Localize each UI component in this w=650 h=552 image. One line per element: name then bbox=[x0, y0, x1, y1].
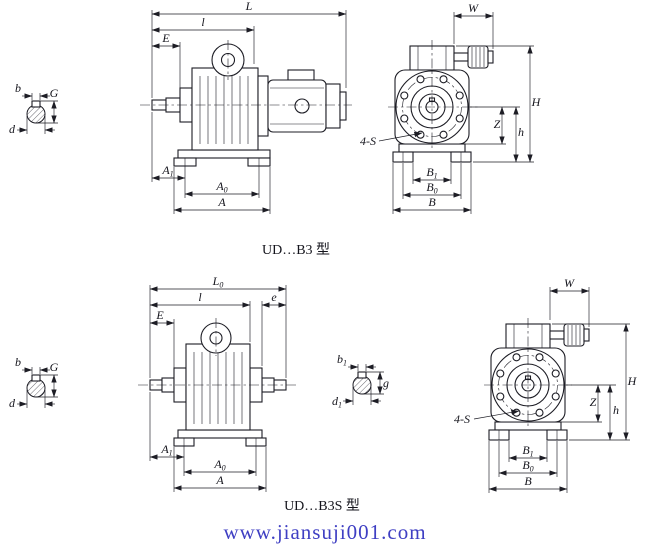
website-watermark: www.jiansuji001.com bbox=[223, 520, 426, 544]
dim-label-l0: L0 bbox=[212, 274, 224, 290]
dim-label-a1: A1 bbox=[161, 163, 173, 179]
dim-label-g-cap: G bbox=[50, 86, 59, 100]
dim-label-e-small: e bbox=[271, 290, 277, 304]
front-view-dimensions-b3s: W H Z h 4-S B1 B0 B bbox=[454, 276, 638, 493]
dim-label-h-total: H bbox=[531, 95, 542, 109]
front-view-dimensions: W H Z h 4-S B1 B0 B bbox=[360, 1, 542, 214]
dim-label-h-small: h bbox=[613, 403, 619, 417]
dim-label-l-small: l bbox=[198, 290, 202, 304]
dim-label-b1: B1 bbox=[426, 165, 437, 181]
dim-label-a0: A0 bbox=[213, 457, 225, 473]
side-view-gearmotor bbox=[140, 40, 352, 167]
dim-label-b1: B1 bbox=[522, 443, 533, 459]
dim-label-e-cap: E bbox=[161, 31, 170, 45]
drawing-ud-b3: b G d bbox=[9, 0, 542, 258]
dim-label-a1: A1 bbox=[160, 442, 172, 458]
side-view-dimensions-b3s: L0 l e E A1 A0 A bbox=[149, 274, 287, 492]
dim-label-h-small: h bbox=[518, 125, 524, 139]
dim-label-b-cap: B bbox=[428, 195, 436, 209]
dim-label-z: Z bbox=[494, 117, 501, 131]
dim-label-b0: B0 bbox=[426, 180, 437, 196]
side-view-dimensions: L l E A1 A0 A bbox=[151, 0, 347, 214]
dim-label-a: A bbox=[217, 195, 226, 209]
dim-label-w: W bbox=[564, 276, 575, 290]
dim-label-d: d bbox=[9, 396, 16, 410]
dim-label-e-cap: E bbox=[155, 308, 164, 322]
shaft-key-section-detail: b G d bbox=[9, 81, 59, 136]
dim-label-b-cap: B bbox=[524, 474, 532, 488]
bolt-hole-callout-4s: 4-S bbox=[360, 134, 376, 148]
dim-label-a0: A0 bbox=[215, 179, 227, 195]
dim-label-g-cap: G bbox=[50, 360, 59, 374]
shaft-key-section-detail-middle: b1 g d1 bbox=[332, 352, 389, 410]
dim-label-b: b bbox=[15, 355, 21, 369]
bolt-hole-callout-4s: 4-S bbox=[454, 412, 470, 426]
dim-label-g-small: g bbox=[383, 376, 389, 390]
drawing-ud-b3s: b G d b1 g d1 bbox=[9, 274, 638, 514]
dim-label-h-total: H bbox=[627, 374, 638, 388]
dim-label-b: b bbox=[15, 81, 21, 95]
dim-label-w: W bbox=[468, 1, 479, 15]
dim-label-b0: B0 bbox=[522, 458, 533, 474]
dim-label-z: Z bbox=[590, 395, 597, 409]
side-view-gearbox bbox=[138, 318, 298, 447]
caption-ud-b3: UD…B3 型 bbox=[262, 242, 330, 258]
caption-ud-b3s: UD…B3S 型 bbox=[284, 498, 360, 514]
shaft-key-section-detail-left: b G d bbox=[9, 355, 59, 410]
front-view bbox=[388, 40, 494, 163]
dim-label-b1-small: b1 bbox=[337, 352, 347, 368]
dim-label-d1-small: d1 bbox=[332, 394, 342, 410]
dim-label-d: d bbox=[9, 122, 16, 136]
dim-label-l-total: L bbox=[245, 0, 253, 13]
dim-label-l-small: l bbox=[201, 15, 205, 29]
dim-label-a: A bbox=[215, 473, 224, 487]
